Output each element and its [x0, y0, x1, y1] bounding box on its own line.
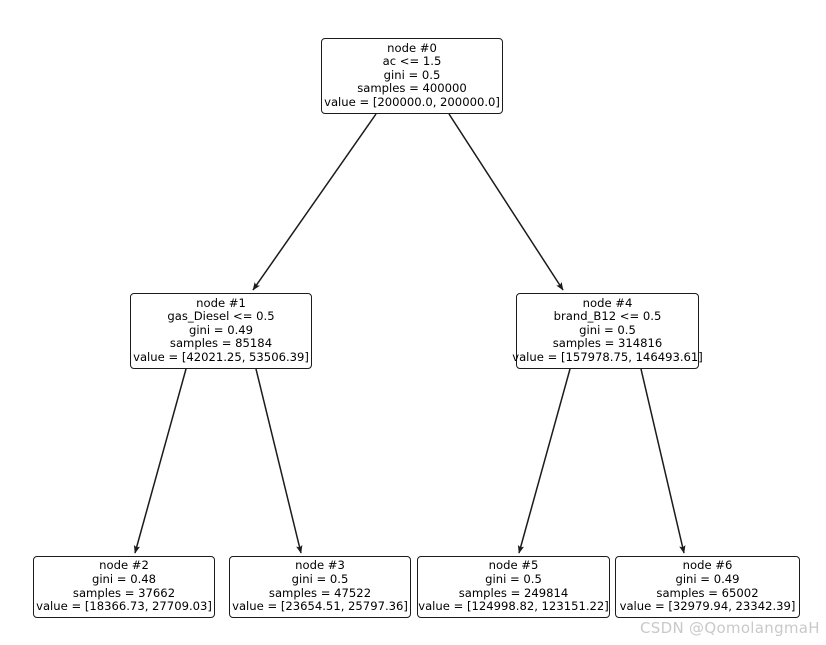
node-samples: samples = 65002	[656, 585, 759, 600]
node-value: value = [200000.0, 200000.0]	[324, 94, 500, 109]
node-value: value = [32979.94, 23342.39]	[619, 599, 796, 614]
tree-node-node4[interactable]: node #4 brand_B12 <= 0.5 gini = 0.5 samp…	[512, 293, 703, 369]
node-samples: samples = 400000	[357, 81, 467, 96]
node-gini: gini = 0.5	[383, 67, 441, 82]
tree-node-node2[interactable]: node #2 gini = 0.48 samples = 37662 valu…	[33, 556, 215, 618]
node-gini: gini = 0.49	[675, 571, 740, 586]
edge-node4-node5	[517, 368, 571, 554]
node-gini: gini = 0.5	[579, 322, 636, 337]
node-condition: ac <= 1.5	[382, 54, 442, 69]
node-samples: samples = 47522	[268, 585, 372, 600]
node-condition: brand_B12 <= 0.5	[553, 309, 662, 324]
node-samples: samples = 249814	[458, 585, 569, 600]
node-label: node #6	[682, 558, 733, 573]
tree-node-node1[interactable]: node #1 gas_Diesel <= 0.5 gini = 0.49 sa…	[130, 293, 312, 369]
tree-node-node3[interactable]: node #3 gini = 0.5 samples = 47522 value…	[229, 556, 411, 618]
node-samples: samples = 314816	[552, 336, 663, 351]
edge-node1-node3	[255, 368, 303, 554]
node-gini: gini = 0.5	[485, 571, 542, 586]
edge-node0-node1	[252, 113, 377, 291]
edge-node1-node2	[133, 368, 187, 554]
node-gini: gini = 0.48	[91, 571, 157, 586]
node-label: node #3	[295, 558, 345, 573]
node-value: value = [124998.82, 123151.22]	[418, 599, 609, 614]
node-label: node #1	[196, 295, 246, 310]
node-value: value = [42021.25, 53506.39]	[133, 349, 309, 364]
node-label: node #4	[582, 295, 633, 310]
tree-node-node5[interactable]: node #5 gini = 0.5 samples = 249814 valu…	[417, 556, 610, 618]
tree-node-node0[interactable]: node #0 ac <= 1.5 gini = 0.5 samples = 4…	[321, 38, 503, 114]
node-samples: samples = 85184	[169, 336, 273, 351]
node-gini: gini = 0.49	[188, 322, 254, 337]
watermark-text: CSDN @QomolangmaH	[640, 619, 820, 637]
edge-node4-node6	[640, 368, 686, 554]
node-condition: gas_Diesel <= 0.5	[167, 309, 275, 324]
node-value: value = [18366.73, 27709.03]	[36, 599, 212, 614]
node-gini: gini = 0.5	[291, 571, 349, 586]
node-label: node #2	[99, 558, 149, 573]
tree-node-node6[interactable]: node #6 gini = 0.49 samples = 65002 valu…	[615, 556, 800, 618]
node-value: value = [23654.51, 25797.36]	[232, 599, 408, 614]
node-samples: samples = 37662	[72, 585, 176, 600]
node-label: node #0	[387, 40, 437, 55]
node-label: node #5	[488, 558, 539, 573]
node-value: value = [157978.75, 146493.61]	[512, 349, 703, 364]
edge-node0-node4	[448, 113, 564, 291]
